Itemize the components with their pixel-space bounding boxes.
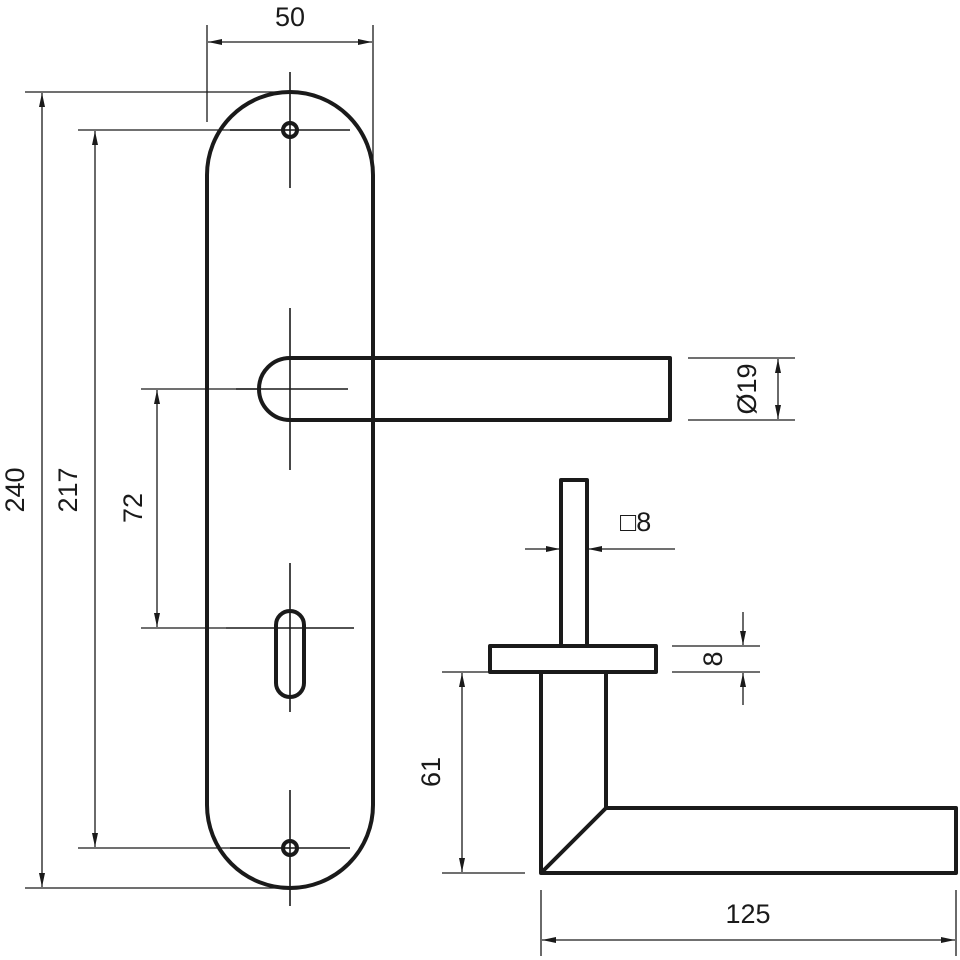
dimension-lever-to-keyhole: 72 [118,388,258,629]
dim-label-plate-height: 240 [0,467,30,512]
dimension-spindle-square: □8 [525,507,675,552]
lever-side-profile [539,670,958,875]
dimension-lever-projection: 61 [416,671,525,874]
dimension-screw-spacing: 217 [53,129,290,849]
dim-label-lever-length: 125 [725,899,770,929]
dim-label-handle-diameter: Ø19 [732,363,762,414]
lever-handle-front [236,308,672,470]
dimension-lever-length: 125 [540,890,957,956]
lever-miter-line [539,806,608,875]
dim-label-lever-to-keyhole: 72 [118,493,148,523]
plate-outline [205,90,375,890]
dim-label-lever-projection: 61 [416,757,446,787]
dim-label-plate-width: 50 [275,2,305,32]
dimension-rose-thickness: 8 [672,612,760,705]
spindle [559,478,589,648]
keyhole-slot [226,563,354,712]
dimension-handle-diameter: Ø19 [688,357,795,421]
dimension-plate-width: 50 [206,2,374,180]
dim-label-screw-spacing: 217 [53,467,83,512]
dim-label-rose-thickness: 8 [698,651,728,666]
rose-flange [488,644,658,674]
dim-label-spindle-square: □8 [620,507,651,537]
dimension-plate-height: 240 [0,91,290,889]
handle-side-view [488,478,958,875]
